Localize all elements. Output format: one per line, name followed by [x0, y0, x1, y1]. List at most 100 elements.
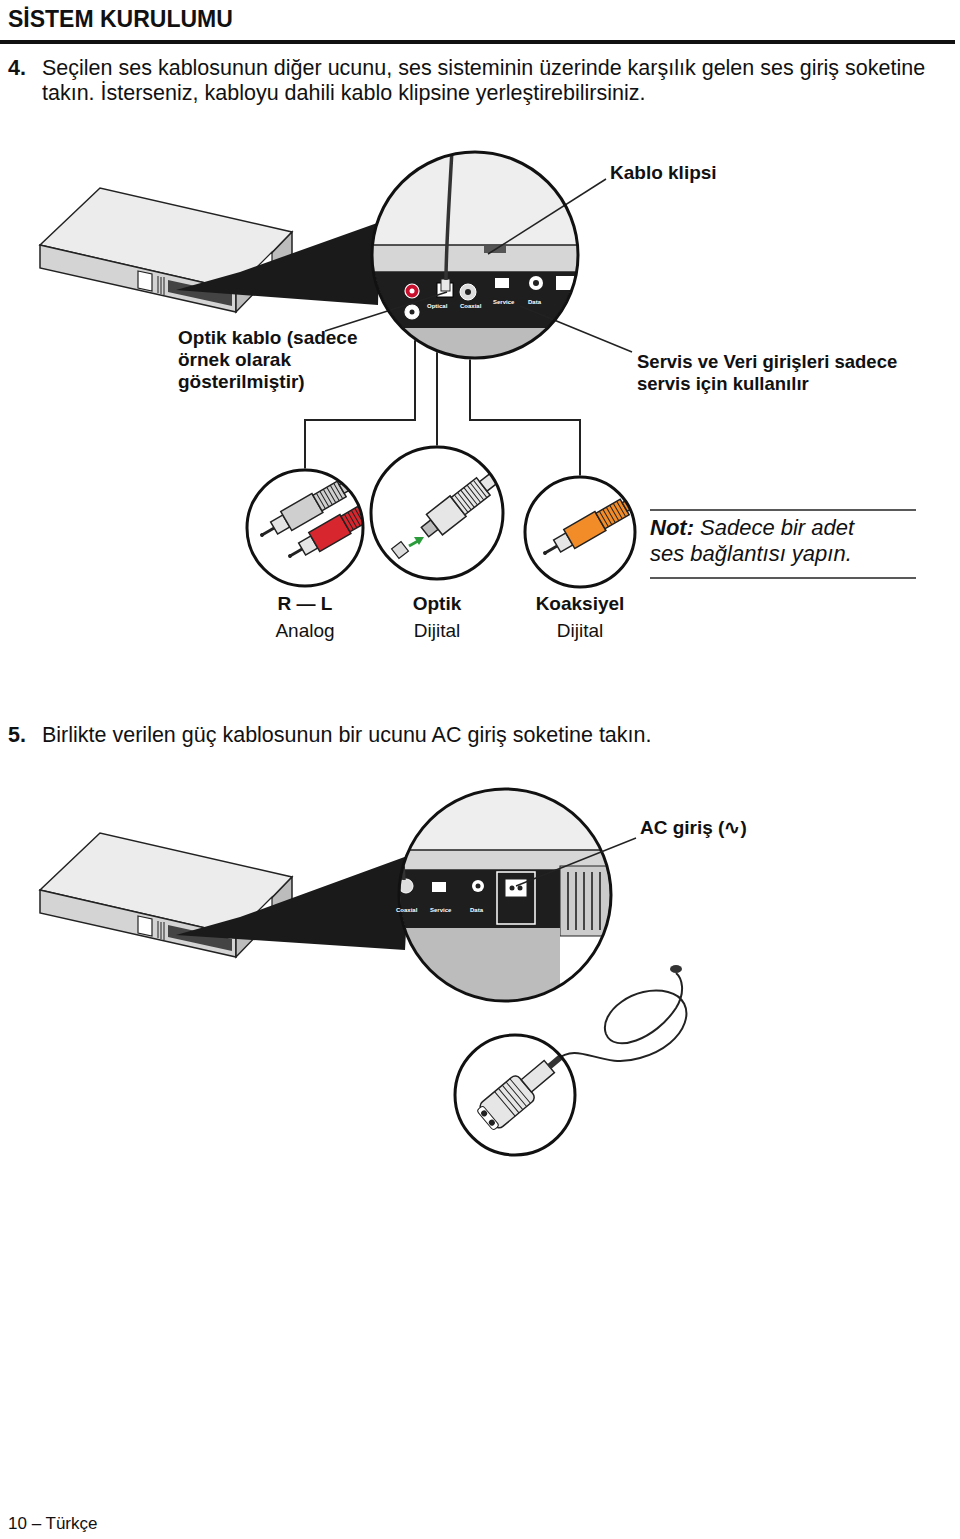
- ac-plug: [488, 1118, 496, 1126]
- step-number: 4.: [8, 56, 40, 81]
- connector-line: [305, 340, 415, 468]
- rear-panel-zoom: [510, 886, 515, 891]
- rear-panel-zoom: [370, 150, 582, 360]
- signal-type: Dijital: [557, 617, 603, 644]
- callout-label: AC giriş (∿): [640, 817, 840, 839]
- rear-panel-zoom: [432, 882, 446, 892]
- rear-panel-zoom: [446, 150, 452, 280]
- leader-line: [488, 179, 606, 254]
- signal-type: Dijital: [414, 617, 460, 644]
- optical-plug: [392, 542, 409, 559]
- coax-plug: [599, 501, 625, 527]
- rear-panel-zoom: [370, 150, 582, 245]
- optical-plug: [480, 426, 558, 491]
- circle-outline: [244, 467, 366, 589]
- connector-name: R — L: [278, 590, 333, 617]
- callout-label: Kablo klipsi: [610, 162, 780, 184]
- optical-plug: [409, 541, 418, 546]
- rear-panel-zoom: [405, 284, 419, 298]
- title-rule: [0, 40, 955, 44]
- rear-panel-zoom: [405, 305, 419, 319]
- connector-name: Optik: [413, 590, 462, 617]
- step-number: 5.: [8, 723, 40, 748]
- rca-plugs: [262, 528, 274, 535]
- device-illustration: [40, 245, 236, 312]
- ac-plug: [547, 1019, 604, 1069]
- step-text: Seçilen ses kablosunun diğer ucunu, ses …: [42, 56, 957, 106]
- zoom-circle: [399, 789, 611, 1001]
- rear-panel-zoom: [465, 289, 471, 295]
- power-cord-end: [670, 965, 682, 973]
- ac-plug: [475, 1009, 614, 1133]
- circle-outline: [372, 152, 578, 358]
- step-text: Birlikte verilen güç kablosunun bir ucun…: [42, 723, 942, 748]
- port-label: Data: [470, 906, 500, 914]
- port-label: Data: [528, 298, 541, 306]
- coax-plug: [622, 468, 688, 512]
- rear-panel-zoom: [529, 276, 543, 290]
- rca-plugs: [316, 483, 342, 509]
- rear-panel-zoom: [370, 328, 582, 360]
- plug-ground: [526, 478, 634, 586]
- rear-panel-zoom: [495, 278, 509, 288]
- callout-label: Servis ve Veri girişleri sadece servis i…: [637, 351, 937, 395]
- connector-circle: R — LAnalog: [244, 467, 366, 648]
- connector-name: Koaksiyel: [536, 590, 625, 617]
- ac-plug: [480, 1109, 488, 1117]
- plug-ground: [372, 448, 502, 578]
- zoom-beam: [176, 222, 380, 305]
- page-title: SİSTEM KURULUMU: [8, 6, 233, 33]
- zoom-beam: [176, 855, 410, 950]
- rear-panel-zoom: [533, 280, 539, 286]
- port-label: Service: [430, 906, 470, 914]
- rear-panel-zoom: [460, 284, 476, 300]
- port-label: Service: [493, 298, 514, 306]
- circle-outline: [247, 470, 363, 586]
- connector-circle: KoaksiyelDijital: [522, 474, 638, 648]
- rear-panel-zoom: [410, 289, 415, 294]
- note-rule: [650, 509, 916, 511]
- connector-circle: OptikDijital: [368, 444, 506, 648]
- rear-panel-zoom: [505, 879, 527, 897]
- rear-panel-zoom: [370, 245, 582, 272]
- power-cord: [556, 973, 686, 1061]
- rear-panel-zoom: [472, 880, 484, 892]
- rear-panel-zoom: [568, 872, 600, 930]
- circle-outline: [369, 149, 581, 361]
- circle-outline: [368, 444, 506, 582]
- rca-plugs: [259, 532, 264, 537]
- port-label: Optical: [427, 302, 447, 310]
- rear-panel-zoom: [560, 866, 612, 936]
- rear-panel-zoom: [441, 279, 450, 291]
- signal-type: Analog: [275, 617, 334, 644]
- rca-plugs: [287, 553, 292, 558]
- ac-plug: [477, 1105, 500, 1130]
- rear-panel-zoom: [372, 272, 582, 328]
- connector-line: [436, 352, 438, 445]
- leader-line: [325, 292, 447, 331]
- coax-plug: [542, 550, 547, 555]
- rear-panel-zoom: [398, 788, 612, 1008]
- rear-panel-zoom: [518, 886, 523, 891]
- page-footer: 10 – Türkçe: [8, 1514, 208, 1534]
- circle-outline: [371, 447, 503, 579]
- plug-circle: [455, 1035, 575, 1155]
- leader-line: [516, 838, 636, 886]
- device-illustration: [138, 271, 152, 291]
- coax-plug: [545, 546, 557, 553]
- rear-panel-zoom: [476, 884, 481, 889]
- rear-panel-zoom: [497, 872, 535, 924]
- callout-label: Optik kablo (sadece örnek olarak gösteri…: [178, 327, 403, 393]
- rca-plugs: [344, 504, 370, 530]
- leader-line: [520, 306, 632, 352]
- optical-plug: [414, 537, 424, 545]
- port-label: Coaxial: [460, 302, 481, 310]
- circle-outline: [525, 477, 635, 587]
- device-illustration: [158, 276, 164, 295]
- ac-plug: [475, 1009, 614, 1133]
- zoom-circle: Optical Coaxial Service Data: [369, 149, 581, 361]
- rca-plugs: [290, 549, 302, 556]
